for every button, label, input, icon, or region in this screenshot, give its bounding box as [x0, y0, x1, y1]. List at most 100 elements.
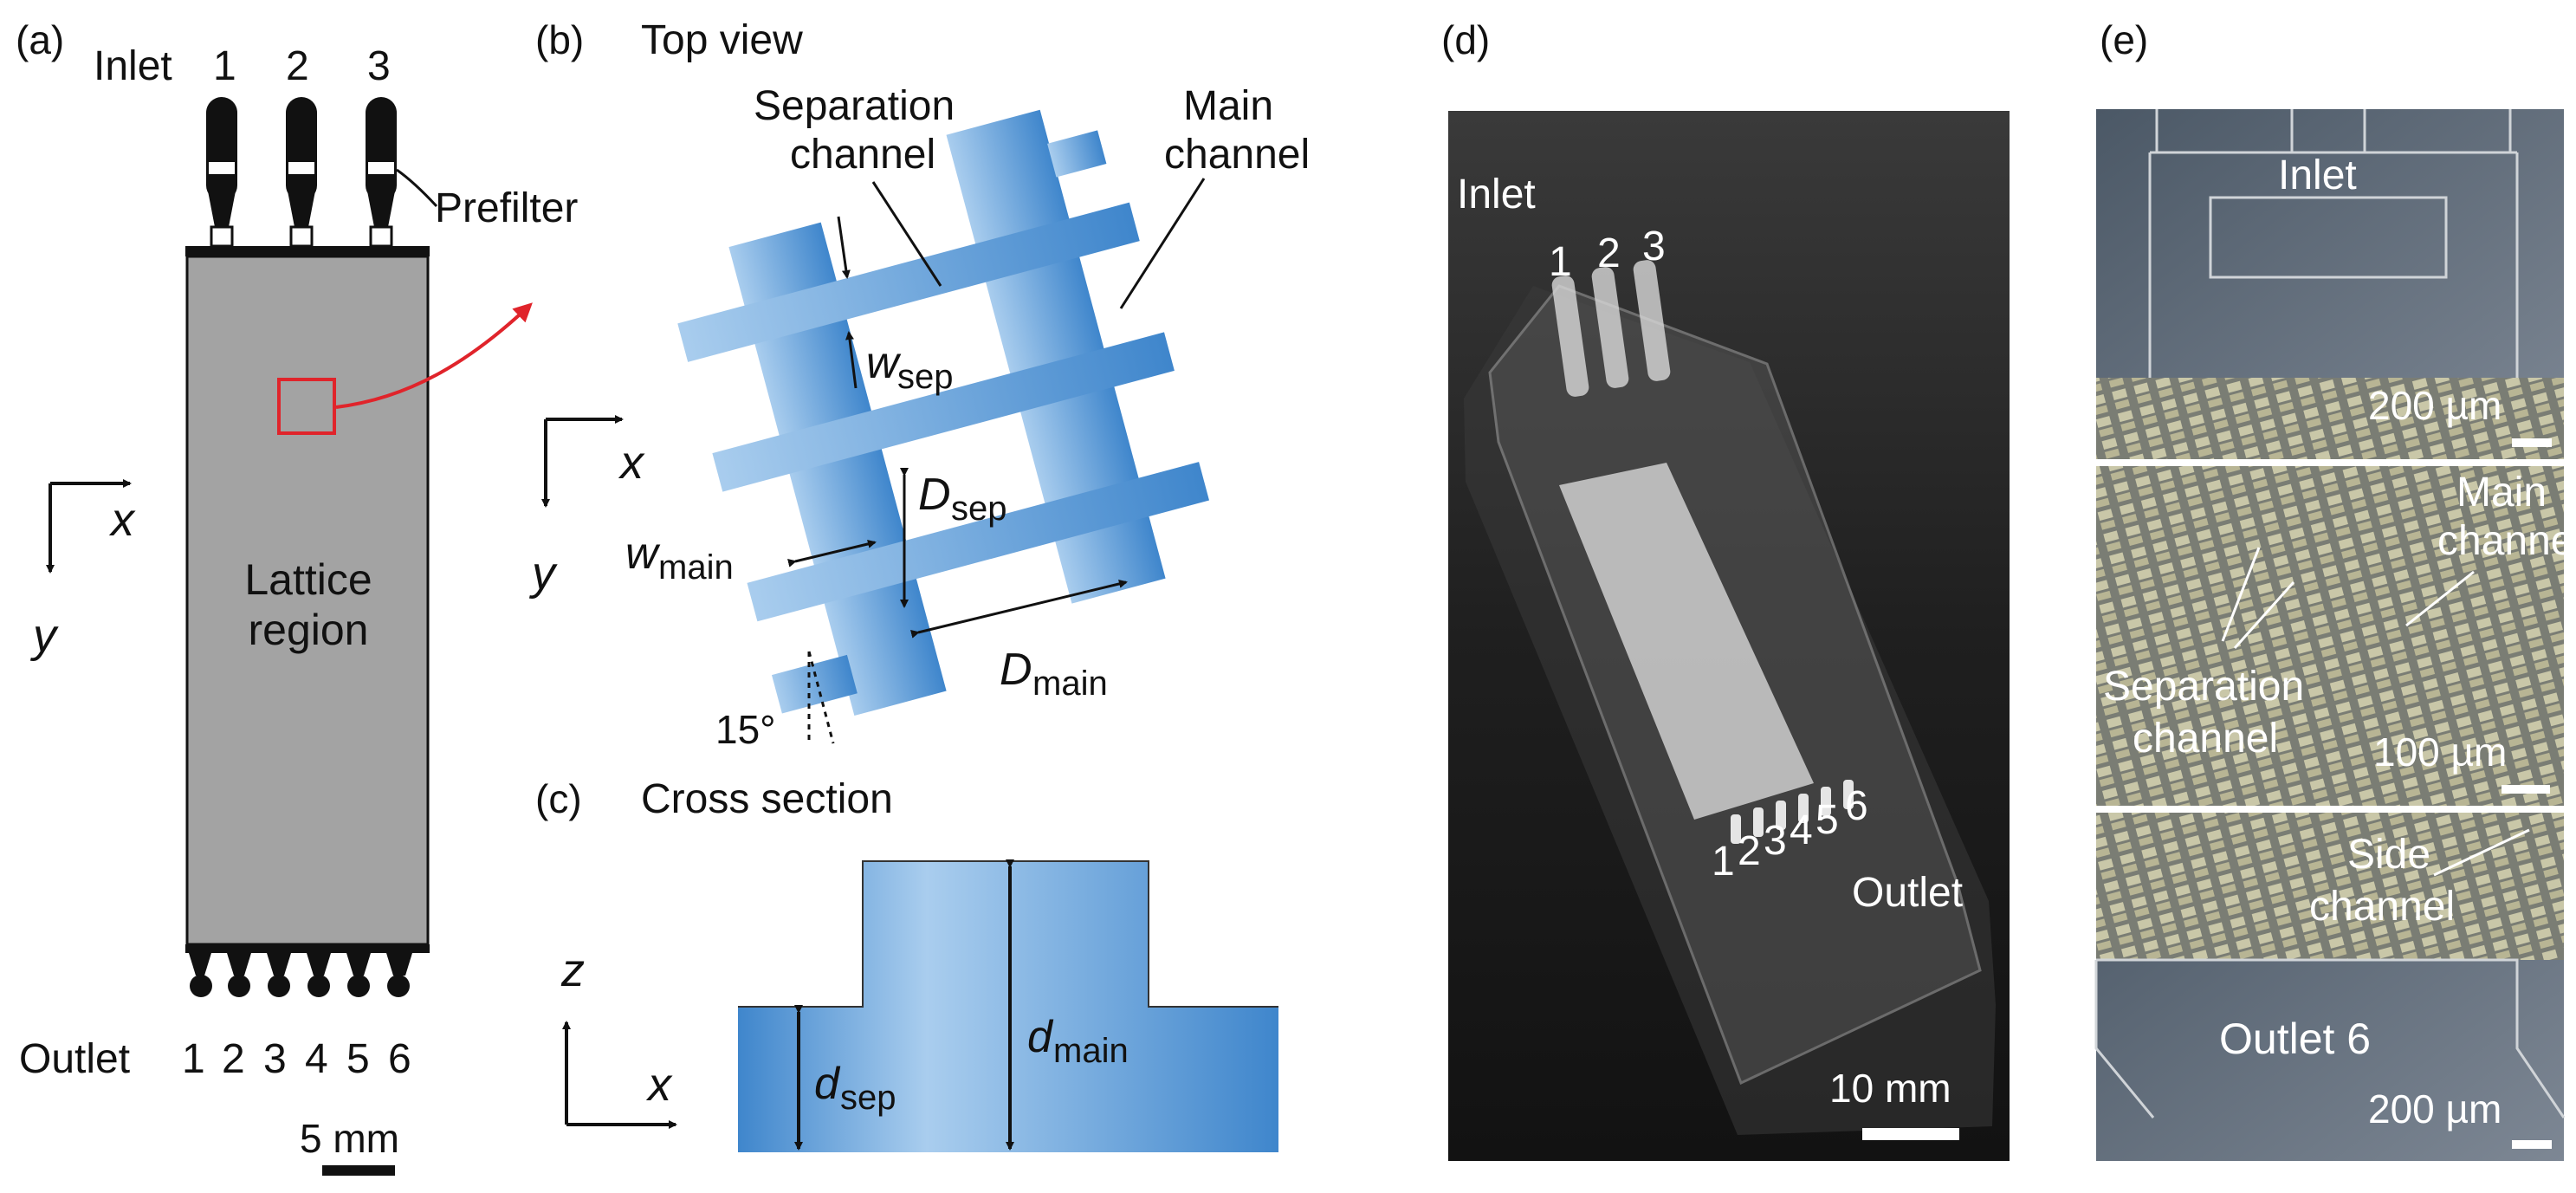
inlet-tube-2	[286, 97, 317, 248]
photo-outlet-number-6: 6	[1845, 783, 1868, 829]
main-label-line2: channel	[1164, 132, 1310, 178]
dsep-symbol: d	[814, 1059, 841, 1109]
panel-c: (c) Cross section d sep d main z x	[535, 776, 1278, 1152]
micro-mid-scale-bar	[2502, 785, 2550, 794]
axis-z-label-c: z	[560, 944, 585, 996]
micrograph-middle: Main channel Separation channel 100 µm	[2096, 466, 2576, 806]
axis-y-label-b: y	[528, 548, 558, 600]
outlet-number-1: 1	[182, 1036, 205, 1082]
micro-top-scale-bar	[2512, 438, 2552, 447]
sep-width-arrow-top	[837, 216, 851, 279]
micro-bot-outlet-label: Outlet 6	[2219, 1015, 2371, 1063]
d-sep-symbol: D	[918, 470, 951, 520]
w-main-arrow	[787, 539, 877, 567]
d-main-subscript: main	[1032, 665, 1108, 703]
sep-width-arrow-bottom	[845, 331, 858, 389]
micro-mid-main-line1: Main	[2456, 470, 2547, 515]
micro-top-scale-label: 200 µm	[2368, 383, 2502, 428]
outlet-number-6: 6	[388, 1036, 411, 1082]
panel-c-label: (c)	[535, 776, 582, 821]
w-main-subscript: main	[658, 548, 734, 587]
panel-e-label: (e)	[2100, 17, 2148, 62]
outlet-label: Outlet	[19, 1036, 130, 1082]
inlet-number-2: 2	[286, 43, 309, 89]
photo-inlet-number-3: 3	[1642, 224, 1666, 269]
outlet-manifold	[185, 944, 430, 997]
outlet-number-3: 3	[263, 1036, 287, 1082]
panel-a-label: (a)	[16, 17, 64, 62]
axis-x-label-b: x	[618, 437, 645, 489]
angle-label: 15°	[715, 707, 776, 752]
micro-bot-scale-label: 200 µm	[2368, 1086, 2502, 1131]
axis-x-label-c: x	[645, 1059, 673, 1111]
micro-mid-sep-line1: Separation	[2103, 664, 2304, 710]
separation-channel-2	[712, 332, 1175, 492]
cross-section-title: Cross section	[641, 776, 893, 822]
prefilter-leader	[396, 168, 438, 208]
inlet-number-3: 3	[367, 43, 391, 89]
outlet-number-5: 5	[346, 1036, 370, 1082]
d-main-arrow	[910, 580, 1128, 639]
photo-inlet-number-2: 2	[1597, 230, 1621, 276]
inlet-label: Inlet	[94, 43, 172, 89]
dmain-subscript: main	[1053, 1032, 1129, 1070]
photo-outlet-pins	[1731, 780, 1854, 844]
d-main-symbol: D	[1000, 645, 1032, 695]
w-sep-symbol: w	[866, 338, 902, 388]
lattice-region	[185, 255, 430, 946]
micro-bot-scale-bar	[2512, 1140, 2552, 1149]
micrograph-bottom: Side channel Outlet 6 200 µm	[2094, 813, 2566, 1161]
channel-lattice	[677, 109, 1210, 716]
photo-inlet-tube-1	[1551, 276, 1589, 397]
inlet-tube-1	[206, 97, 237, 248]
axis-y-label-a: y	[29, 610, 59, 662]
inlet-number-1: 1	[213, 43, 236, 89]
separation-leader	[871, 181, 942, 287]
photo-outlet-number-4: 4	[1790, 807, 1813, 853]
scale-bar-a	[322, 1165, 395, 1176]
micro-top-inlet-label: Inlet	[2278, 152, 2357, 198]
main-label-line1: Main	[1183, 83, 1273, 129]
scale-label-a: 5 mm	[300, 1116, 399, 1161]
photo-outlet-number-5: 5	[1815, 797, 1839, 843]
outlet-number-4: 4	[305, 1036, 328, 1082]
photo-inlet-tube-3	[1633, 260, 1671, 381]
separation-label-line2: channel	[790, 132, 935, 178]
lattice-label-line2: region	[249, 606, 369, 654]
micro-mid-main-line2: channel	[2437, 518, 2576, 564]
micro-bot-side-line2: channel	[2309, 884, 2455, 930]
panel-a: (a) Inlet 1 2 3 Prefilter	[16, 17, 578, 1176]
inlet-manifold	[185, 246, 430, 256]
photo-outlet-number-3: 3	[1764, 818, 1787, 864]
top-view-title: Top view	[641, 17, 803, 63]
photo-inlet-label: Inlet	[1457, 172, 1536, 217]
micro-mid-scale-label: 100 µm	[2373, 729, 2507, 775]
chip-lattice-area	[1559, 463, 1814, 820]
d-sep-subscript: sep	[951, 490, 1007, 528]
micrograph-top: Inlet 200 µm	[2096, 109, 2564, 459]
separation-label-line1: Separation	[754, 83, 955, 129]
photo-outlet-number-1: 1	[1712, 839, 1735, 885]
zoom-arrow	[335, 302, 533, 409]
panel-e: (e) Inlet 200 µm Main channel Separation…	[2094, 17, 2576, 1161]
panel-d: (d) Inlet 1 2 3 1 2 3 4 5 6 Outlet 10 mm	[1441, 17, 2010, 1161]
w-sep-subscript: sep	[897, 358, 954, 396]
photo-outlet-number-2: 2	[1738, 828, 1761, 874]
w-main-symbol: w	[625, 528, 661, 579]
axis-x-label-a: x	[108, 494, 136, 546]
axes-b: x y	[528, 415, 645, 600]
photo-inlet-number-1: 1	[1549, 239, 1572, 285]
outlet-number-2: 2	[222, 1036, 245, 1082]
prefilter-label: Prefilter	[435, 185, 578, 231]
axes-c: z x	[560, 944, 677, 1129]
dsep-subscript: sep	[840, 1079, 896, 1117]
zoom-box	[277, 378, 336, 435]
separation-channel-3	[747, 462, 1210, 622]
panel-b-label: (b)	[535, 17, 584, 62]
main-channel-right	[946, 109, 1166, 604]
dmain-symbol: d	[1027, 1012, 1054, 1062]
photo-scale-label: 10 mm	[1829, 1066, 1951, 1111]
micro-bot-side-line1: Side	[2347, 832, 2430, 878]
panel-d-label: (d)	[1441, 17, 1490, 62]
axes-a: x y	[29, 479, 136, 662]
